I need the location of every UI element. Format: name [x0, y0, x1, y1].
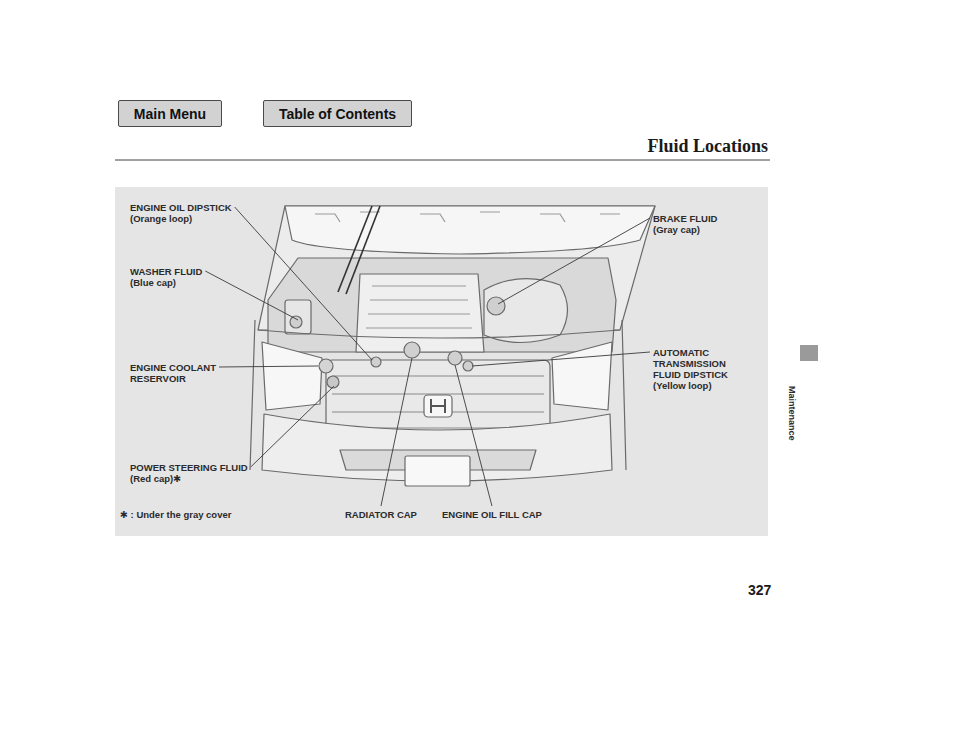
section-tab	[800, 345, 818, 361]
callout-label: ENGINE OIL FILL CAP	[442, 509, 572, 520]
callout-label: WASHER FLUID (Blue cap)	[130, 266, 212, 288]
callout-label: BRAKE FLUID (Gray cap)	[653, 213, 725, 235]
page-number: 327	[748, 582, 771, 598]
leader-line	[472, 352, 650, 366]
section-tab-label: Maintenance	[786, 386, 797, 441]
figure-panel	[115, 187, 768, 536]
leader-line	[205, 271, 298, 320]
callout-label: ENGINE COOLANT RESERVOIR	[130, 362, 228, 384]
page-title: Fluid Locations	[647, 136, 768, 157]
leader-line	[381, 358, 412, 506]
button-label: Main Menu	[134, 106, 206, 122]
hood-prop-rod	[338, 206, 380, 294]
leader-line	[235, 207, 372, 360]
callout-label: POWER STEERING FLUID (Red cap)✱	[130, 462, 262, 484]
button-label: Table of Contents	[279, 106, 396, 122]
footnote: ✱ : Under the gray cover	[120, 509, 320, 520]
nav-button: Main Menu	[118, 100, 222, 127]
header-rule	[115, 160, 770, 161]
leader-line	[251, 386, 334, 467]
nav-button: Table of Contents	[263, 100, 412, 127]
leader-line	[219, 366, 318, 367]
truck-drawing	[250, 206, 655, 486]
callout-label: AUTOMATIC TRANSMISSION FLUID DIPSTICK (Y…	[653, 347, 739, 391]
leader-line	[498, 218, 650, 304]
leader-lines	[205, 207, 650, 506]
leader-line	[455, 365, 492, 506]
callout-label: RADIATOR CAP	[345, 509, 455, 520]
callout-label: ENGINE OIL DIPSTICK (Orange loop)	[130, 202, 250, 224]
